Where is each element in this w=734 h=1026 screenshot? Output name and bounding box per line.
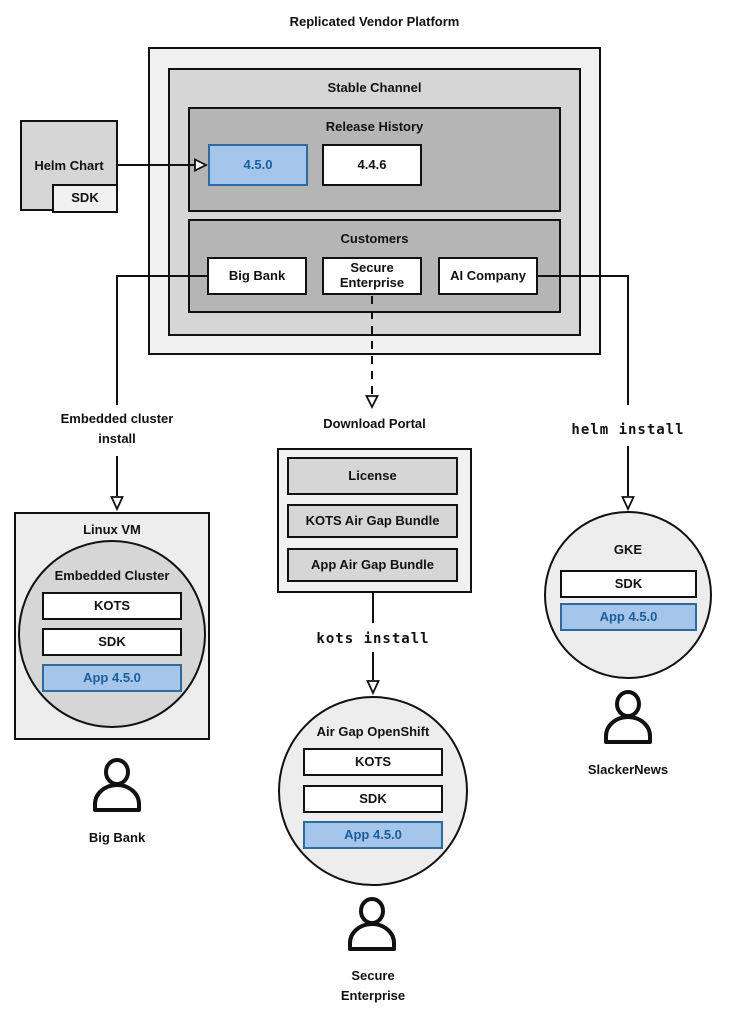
secure-enterprise-user-label: Secure Enterprise xyxy=(340,968,406,1003)
license-box: License xyxy=(287,457,458,495)
release-history-label: Release History xyxy=(325,119,424,134)
air-gap-openshift-label: Air Gap OpenShift xyxy=(316,724,430,739)
embedded-cluster-label: Embedded Cluster xyxy=(54,568,170,583)
secure-enterprise-user-icon xyxy=(348,897,396,951)
customer-big-bank-box: Big Bank xyxy=(207,257,307,295)
embedded-kots-box: KOTS xyxy=(42,592,182,620)
helm-chart-label: Helm Chart xyxy=(34,158,104,173)
app-air-gap-bundle-box: App Air Gap Bundle xyxy=(287,548,458,582)
big-bank-user-label: Big Bank xyxy=(88,830,146,845)
customer-ai-company-box: AI Company xyxy=(438,257,538,295)
embedded-sdk-box: SDK xyxy=(42,628,182,656)
gke-app-box: App 4.5.0 xyxy=(560,603,697,631)
helm-sdk-box: SDK xyxy=(52,184,118,213)
linux-vm-label: Linux VM xyxy=(83,522,141,537)
release-4-5-0-box: 4.5.0 xyxy=(208,144,308,186)
slackernews-user-icon xyxy=(604,690,652,744)
download-portal-label: Download Portal xyxy=(323,416,426,431)
kots-air-gap-bundle-box: KOTS Air Gap Bundle xyxy=(287,504,458,538)
kots-install-command: kots install xyxy=(316,631,430,647)
gke-sdk-box: SDK xyxy=(560,570,697,598)
embedded-install-label: Embedded cluster install xyxy=(60,411,174,446)
openshift-app-box: App 4.5.0 xyxy=(303,821,443,849)
helm-install-command: helm install xyxy=(571,422,685,438)
release-4-4-6-box: 4.4.6 xyxy=(322,144,422,186)
diagram-title: Replicated Vendor Platform xyxy=(289,14,460,29)
slackernews-user-label: SlackerNews xyxy=(587,762,669,777)
gke-label: GKE xyxy=(613,542,643,557)
openshift-sdk-box: SDK xyxy=(303,785,443,813)
customers-label: Customers xyxy=(340,231,409,246)
customer-secure-enterprise-box: Secure Enterprise xyxy=(322,257,422,295)
big-bank-user-icon xyxy=(93,758,141,812)
openshift-kots-box: KOTS xyxy=(303,748,443,776)
embedded-app-box: App 4.5.0 xyxy=(42,664,182,692)
stable-channel-label: Stable Channel xyxy=(327,80,422,95)
